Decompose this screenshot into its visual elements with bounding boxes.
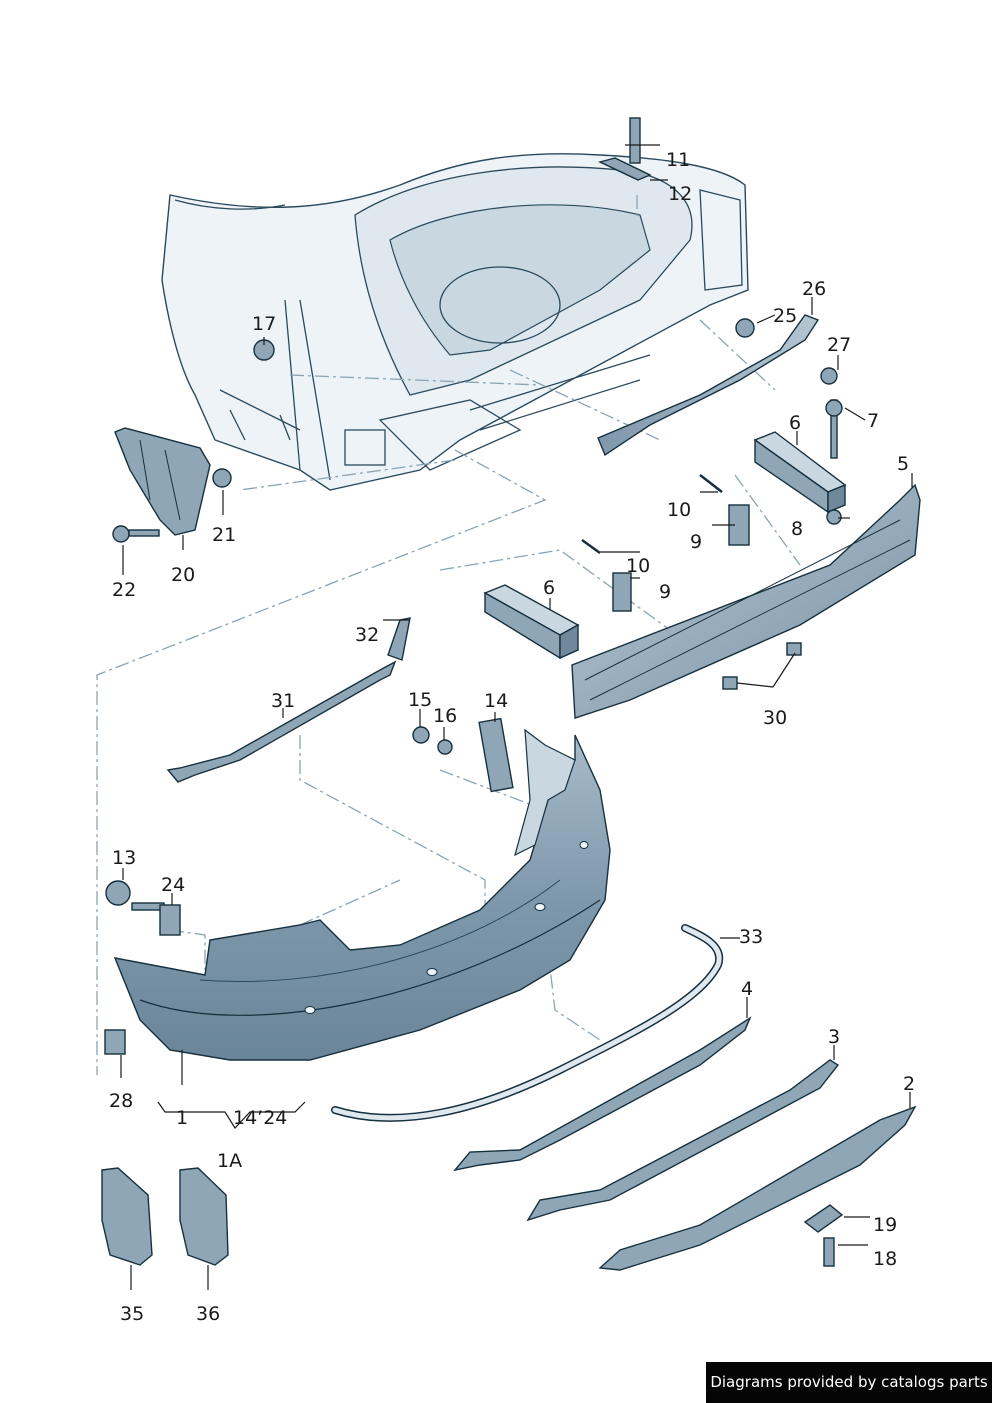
upper-trim-32 [387, 617, 411, 661]
bumper-cover-crease [199, 879, 561, 983]
label-17: 17 [252, 313, 276, 335]
parking-sensor-holes [304, 841, 589, 1014]
label-21: 21 [212, 524, 236, 546]
part-labels: 1 14’24 1A 2 3 4 5 6 6 7 8 9 9 10 10 11 … [109, 149, 915, 1325]
label-30: 30 [763, 707, 787, 729]
label-32: 32 [355, 624, 379, 646]
label-33: 33 [739, 926, 763, 948]
label-11: 11 [666, 149, 690, 171]
label-6-upper: 6 [789, 412, 801, 434]
label-13: 13 [112, 847, 136, 869]
label-6-lower: 6 [543, 577, 555, 599]
label-16: 16 [433, 705, 457, 727]
trim-strip-2 [598, 1105, 917, 1271]
bumper-cover-lower-edge [139, 899, 601, 1016]
impact-absorber-left [483, 584, 580, 660]
label-7: 7 [867, 410, 879, 432]
trim-strip-4 [453, 1016, 752, 1172]
side-mounting-bracket [114, 427, 211, 536]
label-4: 4 [741, 978, 753, 1000]
label-20: 20 [171, 564, 195, 586]
label-27: 27 [827, 334, 851, 356]
upper-trim-31 [166, 660, 397, 783]
label-14: 14 [484, 690, 508, 712]
label-36: 36 [196, 1303, 220, 1325]
trim-rail-33-highlight [332, 925, 722, 1121]
label-3: 3 [828, 1026, 840, 1048]
bumper-reinforcement-beam [571, 483, 921, 719]
fasteners [104, 117, 844, 1267]
leader-lines [120, 144, 913, 1290]
label-14-24: 14’24 [233, 1107, 287, 1129]
label-31: 31 [271, 690, 295, 712]
label-8: 8 [791, 518, 803, 540]
car-body-rear [161, 153, 749, 491]
label-15: 15 [408, 689, 432, 711]
mounting-plate [478, 717, 514, 793]
mud-flap-35 [101, 1167, 153, 1266]
label-10-lower: 10 [626, 555, 650, 577]
label-5: 5 [897, 453, 909, 475]
label-10-upper: 10 [667, 499, 691, 521]
label-2: 2 [903, 1073, 915, 1095]
bumper-cover-inner-corner [514, 728, 576, 857]
label-1a: 1A [217, 1150, 242, 1172]
credit-banner: Diagrams provided by catalogs parts [706, 1362, 992, 1403]
label-9-lower: 9 [659, 581, 671, 603]
label-22: 22 [112, 579, 136, 601]
trim-strip-3 [526, 1059, 840, 1222]
label-18: 18 [873, 1248, 897, 1270]
label-26: 26 [802, 278, 826, 300]
impact-absorber-right [753, 431, 847, 514]
label-24: 24 [161, 874, 185, 896]
mud-flap-36 [179, 1167, 229, 1266]
label-35: 35 [120, 1303, 144, 1325]
label-28: 28 [109, 1090, 133, 1112]
label-9-upper: 9 [690, 531, 702, 553]
guide-strip [597, 314, 820, 457]
assembly-lines [96, 195, 801, 1075]
label-1: 1 [176, 1107, 188, 1129]
label-12: 12 [668, 183, 692, 205]
label-19: 19 [873, 1214, 897, 1236]
label-25: 25 [773, 305, 797, 327]
